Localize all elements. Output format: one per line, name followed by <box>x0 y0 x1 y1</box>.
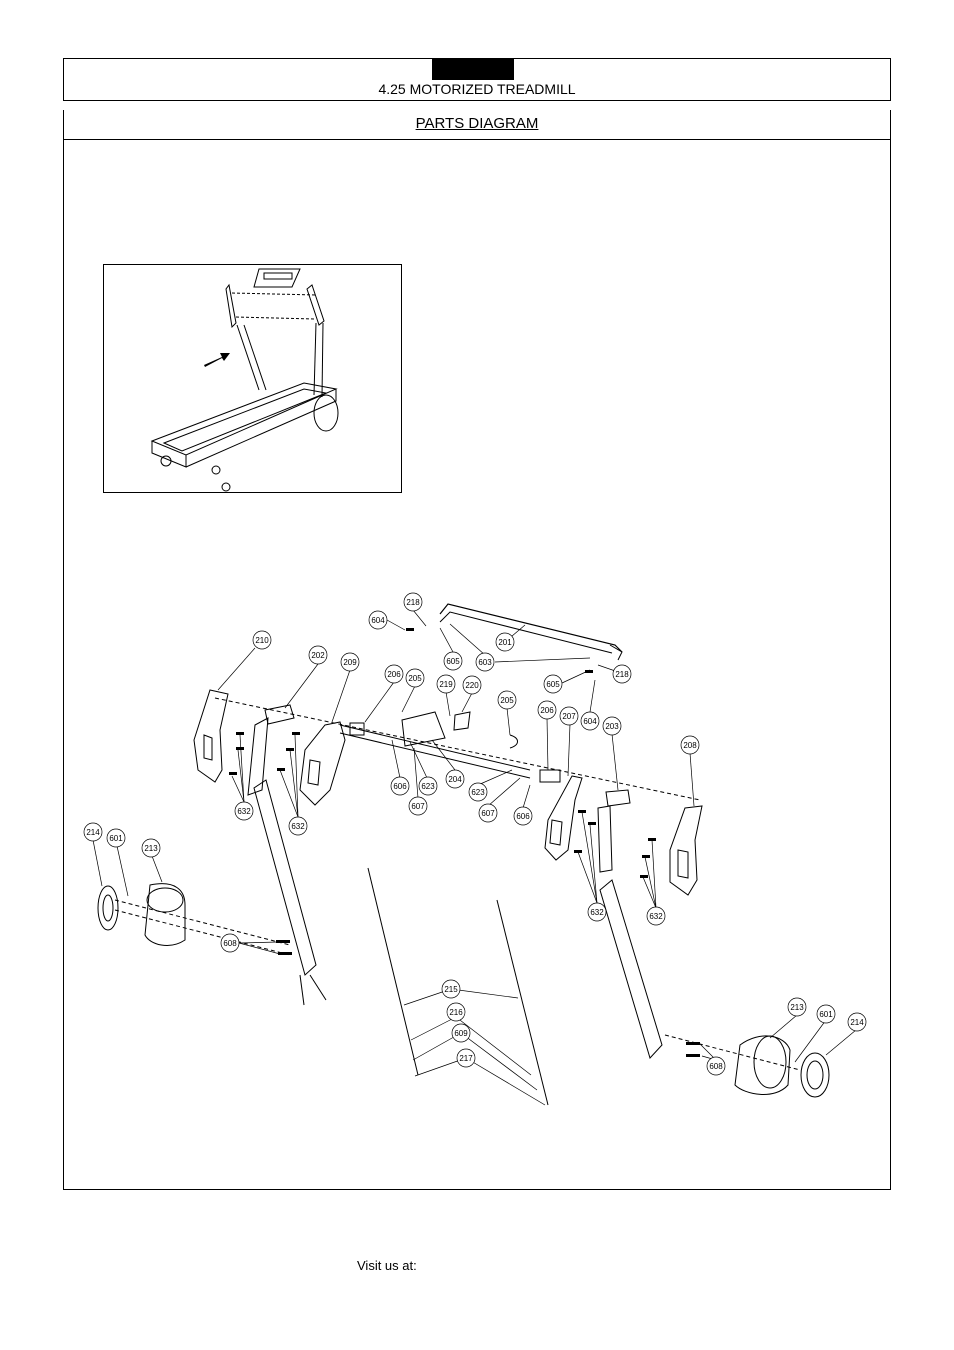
callout-208: 208 <box>680 735 700 755</box>
callout-609: 609 <box>451 1023 471 1043</box>
callout-608-right: 608 <box>706 1056 726 1076</box>
callout-text: 632 <box>649 912 663 921</box>
callout-219: 219 <box>436 674 456 694</box>
callout-text: 204 <box>448 775 462 784</box>
callout-206: 206 <box>384 664 404 684</box>
callout-201: 201 <box>495 632 515 652</box>
callout-203: 203 <box>602 716 622 736</box>
callout-604-right: 604 <box>580 711 600 731</box>
callout-213: 213 <box>141 838 161 858</box>
callout-632-b: 632 <box>288 816 308 836</box>
header-black-tab <box>432 59 514 80</box>
header-box <box>63 58 891 101</box>
callout-220: 220 <box>462 675 482 695</box>
callout-text: 206 <box>387 670 401 679</box>
callout-606: 606 <box>390 776 410 796</box>
callout-text: 605 <box>546 680 560 689</box>
callout-text: 601 <box>819 1010 833 1019</box>
diagram-frame <box>63 139 891 1190</box>
callout-632-d: 632 <box>646 906 666 926</box>
callout-text: 205 <box>408 674 422 683</box>
callout-605: 605 <box>443 651 463 671</box>
callout-606-right: 606 <box>513 806 533 826</box>
callout-text: 207 <box>562 712 576 721</box>
callout-213-right: 213 <box>787 997 807 1017</box>
callout-text: 632 <box>291 822 305 831</box>
callout-603: 603 <box>475 652 495 672</box>
callout-text: 601 <box>109 834 123 843</box>
callout-text: 607 <box>481 809 495 818</box>
callout-text: 623 <box>471 788 485 797</box>
callout-text: 606 <box>393 782 407 791</box>
callout-204: 204 <box>445 769 465 789</box>
callout-205-right: 205 <box>497 690 517 710</box>
callout-text: 205 <box>500 696 514 705</box>
callout-text: 209 <box>343 658 357 667</box>
arrow-icon <box>204 353 230 367</box>
treadmill-overview-inset <box>103 264 402 493</box>
callout-607: 607 <box>408 796 428 816</box>
callout-text: 606 <box>516 812 530 821</box>
callout-text: 202 <box>311 651 325 660</box>
callout-601: 601 <box>106 828 126 848</box>
page-title: 4.25 MOTORIZED TREADMILL <box>378 81 576 97</box>
callout-210: 210 <box>252 630 272 650</box>
callout-216: 216 <box>446 1002 466 1022</box>
callout-text: 210 <box>255 636 269 645</box>
callout-text: 608 <box>223 939 237 948</box>
callout-205: 205 <box>405 668 425 688</box>
callout-text: 215 <box>444 985 458 994</box>
callout-text: 604 <box>583 717 597 726</box>
callout-text: 607 <box>411 802 425 811</box>
callout-605-right: 605 <box>543 674 563 694</box>
callout-215: 215 <box>441 979 461 999</box>
callout-632: 632 <box>234 801 254 821</box>
callout-217: 217 <box>456 1048 476 1068</box>
callout-214-right: 214 <box>847 1012 867 1032</box>
callout-text: 609 <box>454 1029 468 1038</box>
callout-214: 214 <box>83 822 103 842</box>
callout-text: 632 <box>237 807 251 816</box>
callout-text: 623 <box>421 782 435 791</box>
callout-text: 214 <box>850 1018 864 1027</box>
callout-207: 207 <box>559 706 579 726</box>
treadmill-overview-illustration <box>150 268 339 492</box>
callout-206-right: 206 <box>537 700 557 720</box>
callout-209: 209 <box>340 652 360 672</box>
callout-labels: 218 604 201 605 603 218 605 604 210 202 … <box>83 592 867 1076</box>
callout-623: 623 <box>418 776 438 796</box>
callout-text: 604 <box>371 616 385 625</box>
callout-text: 201 <box>498 638 512 647</box>
section-title: PARTS DIAGRAM <box>415 115 539 132</box>
callout-604: 604 <box>368 610 388 630</box>
callout-218: 218 <box>403 592 423 612</box>
callout-text: 220 <box>465 681 479 690</box>
callout-text: 605 <box>446 657 460 666</box>
callout-text: 632 <box>590 908 604 917</box>
callout-text: 206 <box>540 706 554 715</box>
callout-text: 208 <box>683 741 697 750</box>
callout-632-c: 632 <box>587 902 607 922</box>
callout-text: 203 <box>605 722 619 731</box>
callout-202: 202 <box>308 645 328 665</box>
callout-607-right: 607 <box>478 803 498 823</box>
subtitle-box <box>63 110 891 140</box>
exploded-parts-diagram: 218 604 201 605 603 218 605 604 210 202 … <box>83 592 867 1106</box>
callout-text: 603 <box>478 658 492 667</box>
footer-text: Visit us at: <box>357 1258 417 1273</box>
callout-218-right: 218 <box>612 664 632 684</box>
callout-601-right: 601 <box>816 1004 836 1024</box>
callout-608: 608 <box>220 933 240 953</box>
callout-623-right: 623 <box>468 782 488 802</box>
callout-text: 218 <box>615 670 629 679</box>
callout-text: 214 <box>86 828 100 837</box>
callout-text: 608 <box>709 1062 723 1071</box>
callout-text: 216 <box>449 1008 463 1017</box>
callout-text: 218 <box>406 598 420 607</box>
callout-text: 219 <box>439 680 453 689</box>
callout-text: 217 <box>459 1054 473 1063</box>
callout-text: 213 <box>790 1003 804 1012</box>
callout-text: 213 <box>144 844 158 853</box>
